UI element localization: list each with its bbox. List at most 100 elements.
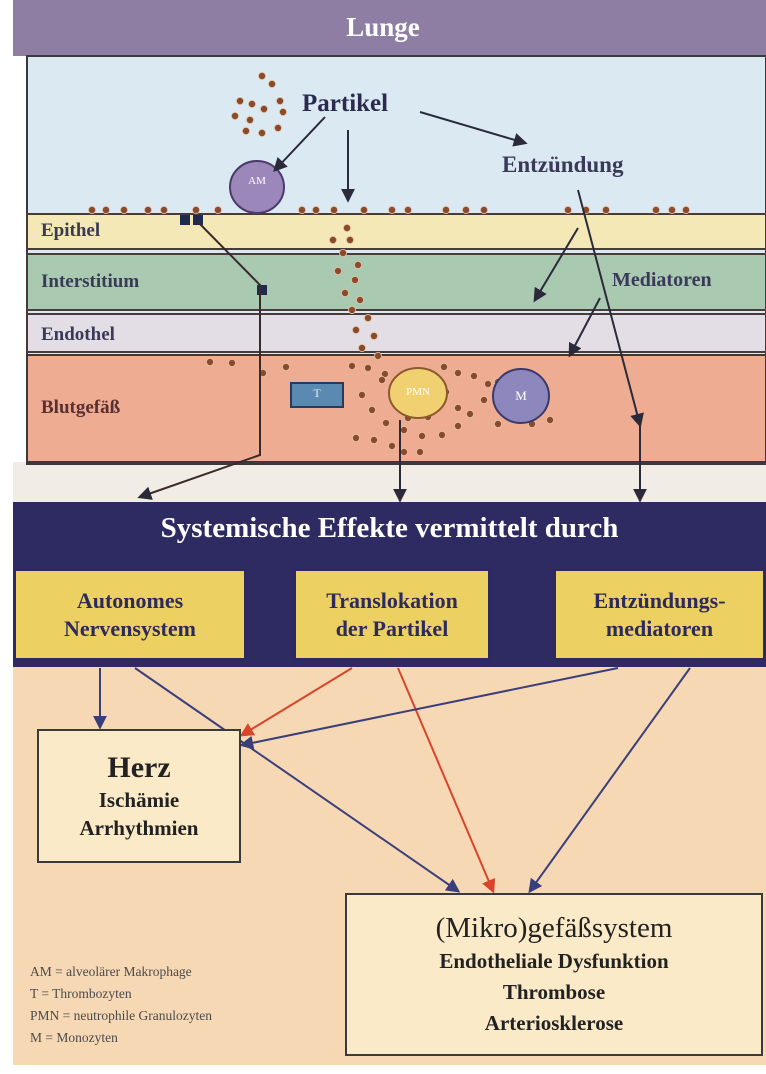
particle-dot xyxy=(144,206,151,213)
particle-dot xyxy=(354,261,361,268)
particle-dot xyxy=(206,358,213,365)
particle-dot xyxy=(88,206,95,213)
legend-item: T = Thrombozyten xyxy=(30,983,212,1005)
particle-dot xyxy=(418,432,425,439)
legend-item: AM = alveolärer Makrophage xyxy=(30,961,212,983)
particle-dot xyxy=(258,129,265,136)
particle-dot xyxy=(364,314,371,321)
particle-dot xyxy=(160,206,167,213)
particle-dot xyxy=(368,406,375,413)
particle-dot xyxy=(298,206,305,213)
particle-dot xyxy=(228,359,235,366)
receptor-square xyxy=(180,215,190,225)
heart-outcome-box: Herz Ischämie Arrhythmien xyxy=(37,729,241,863)
particle-dot xyxy=(276,97,283,104)
particle-dot xyxy=(374,352,381,359)
particle-dot xyxy=(388,442,395,449)
particle-dot xyxy=(102,206,109,213)
inflammatory-mediators-box: Entzündungs- mediatoren xyxy=(553,568,766,661)
particle-dot xyxy=(330,206,337,213)
m-cell-label: M xyxy=(493,388,549,404)
particle-dot xyxy=(231,112,238,119)
particle-dot xyxy=(282,363,289,370)
particle-dot xyxy=(400,448,407,455)
particle-dot xyxy=(214,206,221,213)
particle-dot xyxy=(358,391,365,398)
particle-dot xyxy=(404,206,411,213)
particle-dot xyxy=(382,419,389,426)
particle-dot xyxy=(668,206,675,213)
particle-dot xyxy=(440,363,447,370)
particle-dot xyxy=(378,376,385,383)
particle-dot xyxy=(480,206,487,213)
blood-vessel-label: Blutgefäß xyxy=(41,397,120,419)
particle-dot xyxy=(442,206,449,213)
particle-dot xyxy=(438,431,445,438)
particle-dot xyxy=(454,369,461,376)
particle-dot xyxy=(248,100,255,107)
particle-dot xyxy=(360,206,367,213)
particle-dot xyxy=(260,105,267,112)
autonomic-nervous-system-box: Autonomes Nervensystem xyxy=(13,568,247,661)
particle-dot xyxy=(352,326,359,333)
box-line: mediatoren xyxy=(606,615,713,643)
particle-dot xyxy=(346,236,353,243)
box-line: Nervensystem xyxy=(64,615,196,643)
particle-dot xyxy=(246,116,253,123)
particle-dot xyxy=(454,404,461,411)
box-line: der Partikel xyxy=(336,615,449,643)
particle-dot xyxy=(334,267,341,274)
legend-item: PMN = neutrophile Granulozyten xyxy=(30,1005,212,1027)
particle-dot xyxy=(348,362,355,369)
particle-dot xyxy=(484,380,491,387)
particle-dot xyxy=(258,72,265,79)
particle-dot xyxy=(546,416,553,423)
mediators-label: Mediatoren xyxy=(612,269,712,292)
particle-dot xyxy=(364,364,371,371)
particle-dot xyxy=(329,236,336,243)
epithel-label: Epithel xyxy=(41,220,100,242)
particle-dot xyxy=(370,332,377,339)
receptor-square xyxy=(257,285,267,295)
inflammation-label: Entzündung xyxy=(502,152,623,178)
particle-dot xyxy=(370,436,377,443)
header-title: Lunge xyxy=(0,12,766,43)
particle-dot xyxy=(236,97,243,104)
particle-dot xyxy=(348,306,355,313)
systemic-banner-title: Systemische Effekte vermittelt durch xyxy=(13,512,766,545)
particle-dot xyxy=(388,206,395,213)
particle-translocation-box: Translokation der Partikel xyxy=(293,568,491,661)
box-line: Entzündungs- xyxy=(593,587,725,615)
vessels-item: Thrombose xyxy=(503,977,605,1008)
am-cell-label: AM xyxy=(243,175,271,187)
particle-dot xyxy=(494,420,501,427)
endothel-layer xyxy=(27,314,766,352)
particle-dot xyxy=(274,124,281,131)
particle-dot xyxy=(480,396,487,403)
heart-title: Herz xyxy=(107,750,170,786)
particle-dot xyxy=(279,108,286,115)
abbreviation-legend: AM = alveolärer Makrophage T = Thrombozy… xyxy=(30,961,212,1049)
particle-dot xyxy=(564,206,571,213)
pmn-cell-label: PMN xyxy=(389,386,447,398)
epithel-layer xyxy=(27,214,766,249)
particle-dot xyxy=(351,276,358,283)
vessels-item: Arteriosklerose xyxy=(485,1008,623,1039)
particle-dot xyxy=(242,127,249,134)
particle-label: Partikel xyxy=(302,90,388,118)
endothel-label: Endothel xyxy=(41,324,115,346)
vessels-item: Endotheliale Dysfunktion xyxy=(439,946,668,977)
box-line: Autonomes xyxy=(77,587,183,615)
legend-item: M = Monozyten xyxy=(30,1027,212,1049)
heart-item: Ischämie xyxy=(99,786,180,814)
particle-dot xyxy=(682,206,689,213)
particle-dot xyxy=(341,289,348,296)
particle-dot xyxy=(356,296,363,303)
particle-dot xyxy=(416,448,423,455)
particle-dot xyxy=(454,422,461,429)
particle-dot xyxy=(268,80,275,87)
interstitium-label: Interstitium xyxy=(41,271,139,293)
receptor-square xyxy=(193,215,203,225)
particle-dot xyxy=(120,206,127,213)
particle-dot xyxy=(602,206,609,213)
